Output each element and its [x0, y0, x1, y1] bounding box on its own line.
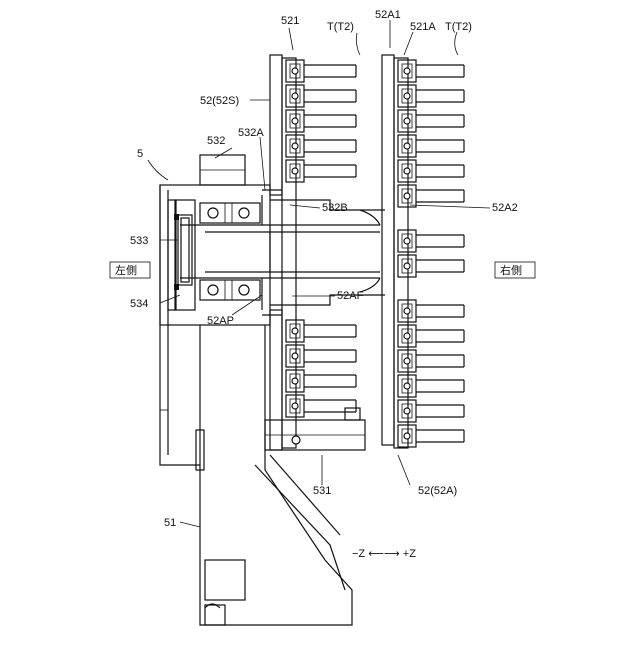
label-52A1: 52A1	[375, 9, 401, 21]
bearing-532-upper	[200, 203, 260, 223]
label-521A: 521A	[410, 21, 436, 33]
label-531: 531	[313, 485, 331, 497]
axis-direction: −Z ⟵⟶ +Z	[352, 548, 416, 560]
label-52AF: 52AF	[337, 290, 364, 302]
label-532A: 532A	[238, 127, 264, 139]
label-T-left: T(T2)	[327, 21, 354, 33]
label-T-right: T(T2)	[445, 21, 472, 33]
label-534: 534	[130, 298, 148, 310]
label-52S: 52(52S)	[200, 95, 239, 107]
turret-52A	[382, 55, 464, 448]
label-532: 532	[207, 135, 225, 147]
label-52A: 52(52A)	[418, 485, 457, 497]
block-531	[265, 408, 365, 450]
labels: 521 T(T2) 52A1 521A T(T2) 5 52(52S) 532A…	[110, 9, 535, 560]
label-52A2: 52A2	[492, 202, 518, 214]
label-52AP: 52AP	[207, 315, 234, 327]
label-right-side: 右側	[500, 263, 522, 277]
label-533: 533	[130, 235, 148, 247]
label-521: 521	[281, 15, 299, 27]
turret-52S	[262, 55, 356, 450]
label-532B: 532B	[322, 202, 348, 214]
bearing-532-lower	[200, 280, 260, 300]
label-51: 51	[164, 517, 176, 529]
label-5: 5	[137, 148, 143, 160]
label-left-side: 左側	[115, 264, 137, 277]
